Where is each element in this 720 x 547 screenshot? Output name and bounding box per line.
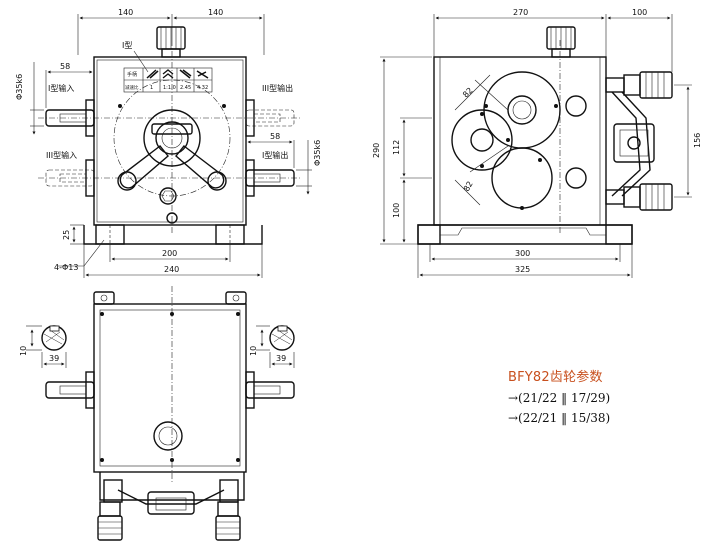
dim-key-10-left: 10: [19, 346, 28, 356]
label-type-1: I型: [122, 41, 132, 50]
table-header: 手柄: [127, 71, 137, 78]
label-type-3-input: III型输入: [46, 150, 77, 160]
dim-bolt-holes: 4-Φ13: [54, 263, 78, 272]
table-row-label: 减速比: [125, 84, 139, 91]
dim-side-270: 270: [513, 8, 528, 17]
table-value-4: 4.32: [197, 85, 208, 91]
label-type-3-output: III型输出: [262, 83, 293, 93]
dim-width-200: 200: [162, 249, 177, 258]
dim-side-325: 325: [515, 265, 530, 274]
table-value-3: 2.45: [180, 85, 191, 91]
dim-shaft-dia-left: Φ35k6: [15, 74, 24, 100]
label-type-1-output: I型输出: [262, 150, 288, 160]
label-type-1-input: I型输入: [48, 83, 74, 93]
table-value-2: 1:1.0: [163, 85, 176, 91]
dim-side-156: 156: [693, 133, 702, 148]
dim-shaft-dia-right: Φ35k6: [313, 140, 322, 166]
dim-key-39-right: 39: [276, 354, 286, 363]
dim-key-10-right: 10: [249, 346, 258, 356]
gear-parameters-title: BFY82齿轮参数: [508, 370, 603, 385]
dim-58-left: 58: [60, 62, 70, 71]
dim-gear-82-a: 82: [461, 86, 475, 100]
dim-side-300: 300: [515, 249, 530, 258]
front-view: 140 140 I型 手柄 减速比: [15, 8, 322, 278]
dim-gear-82-b: 82: [462, 180, 475, 193]
dim-side-100-vertical: 100: [392, 203, 401, 218]
dim-top-140-right: 140: [208, 8, 223, 17]
gear-parameters-line-1: →(21/22 ‖ 17/29): [508, 391, 611, 405]
dim-side-100: 100: [632, 8, 647, 17]
dim-top-140-left: 140: [118, 8, 133, 17]
dim-width-240: 240: [164, 265, 179, 274]
table-value-1: 1: [150, 85, 153, 91]
dim-58-right: 58: [270, 132, 280, 141]
gear-parameters-caption: BFY82齿轮参数 →(21/22 ‖ 17/29) →(22/21 ‖ 15/…: [508, 366, 708, 425]
dim-side-112: 112: [392, 140, 401, 155]
gear-parameters-line-2: →(22/21 ‖ 15/38): [508, 411, 611, 425]
dim-base-25: 25: [62, 230, 71, 240]
bottom-view: 10 39 10 39: [19, 286, 295, 541]
dim-side-290: 290: [372, 143, 381, 158]
side-view: 270 100 82 82: [372, 8, 702, 278]
handle-position-icons: [146, 69, 209, 79]
ratio-table: 手柄 减速比 1 1:1.0 2.45 4.32: [123, 67, 213, 93]
dim-key-39-left: 39: [49, 354, 59, 363]
